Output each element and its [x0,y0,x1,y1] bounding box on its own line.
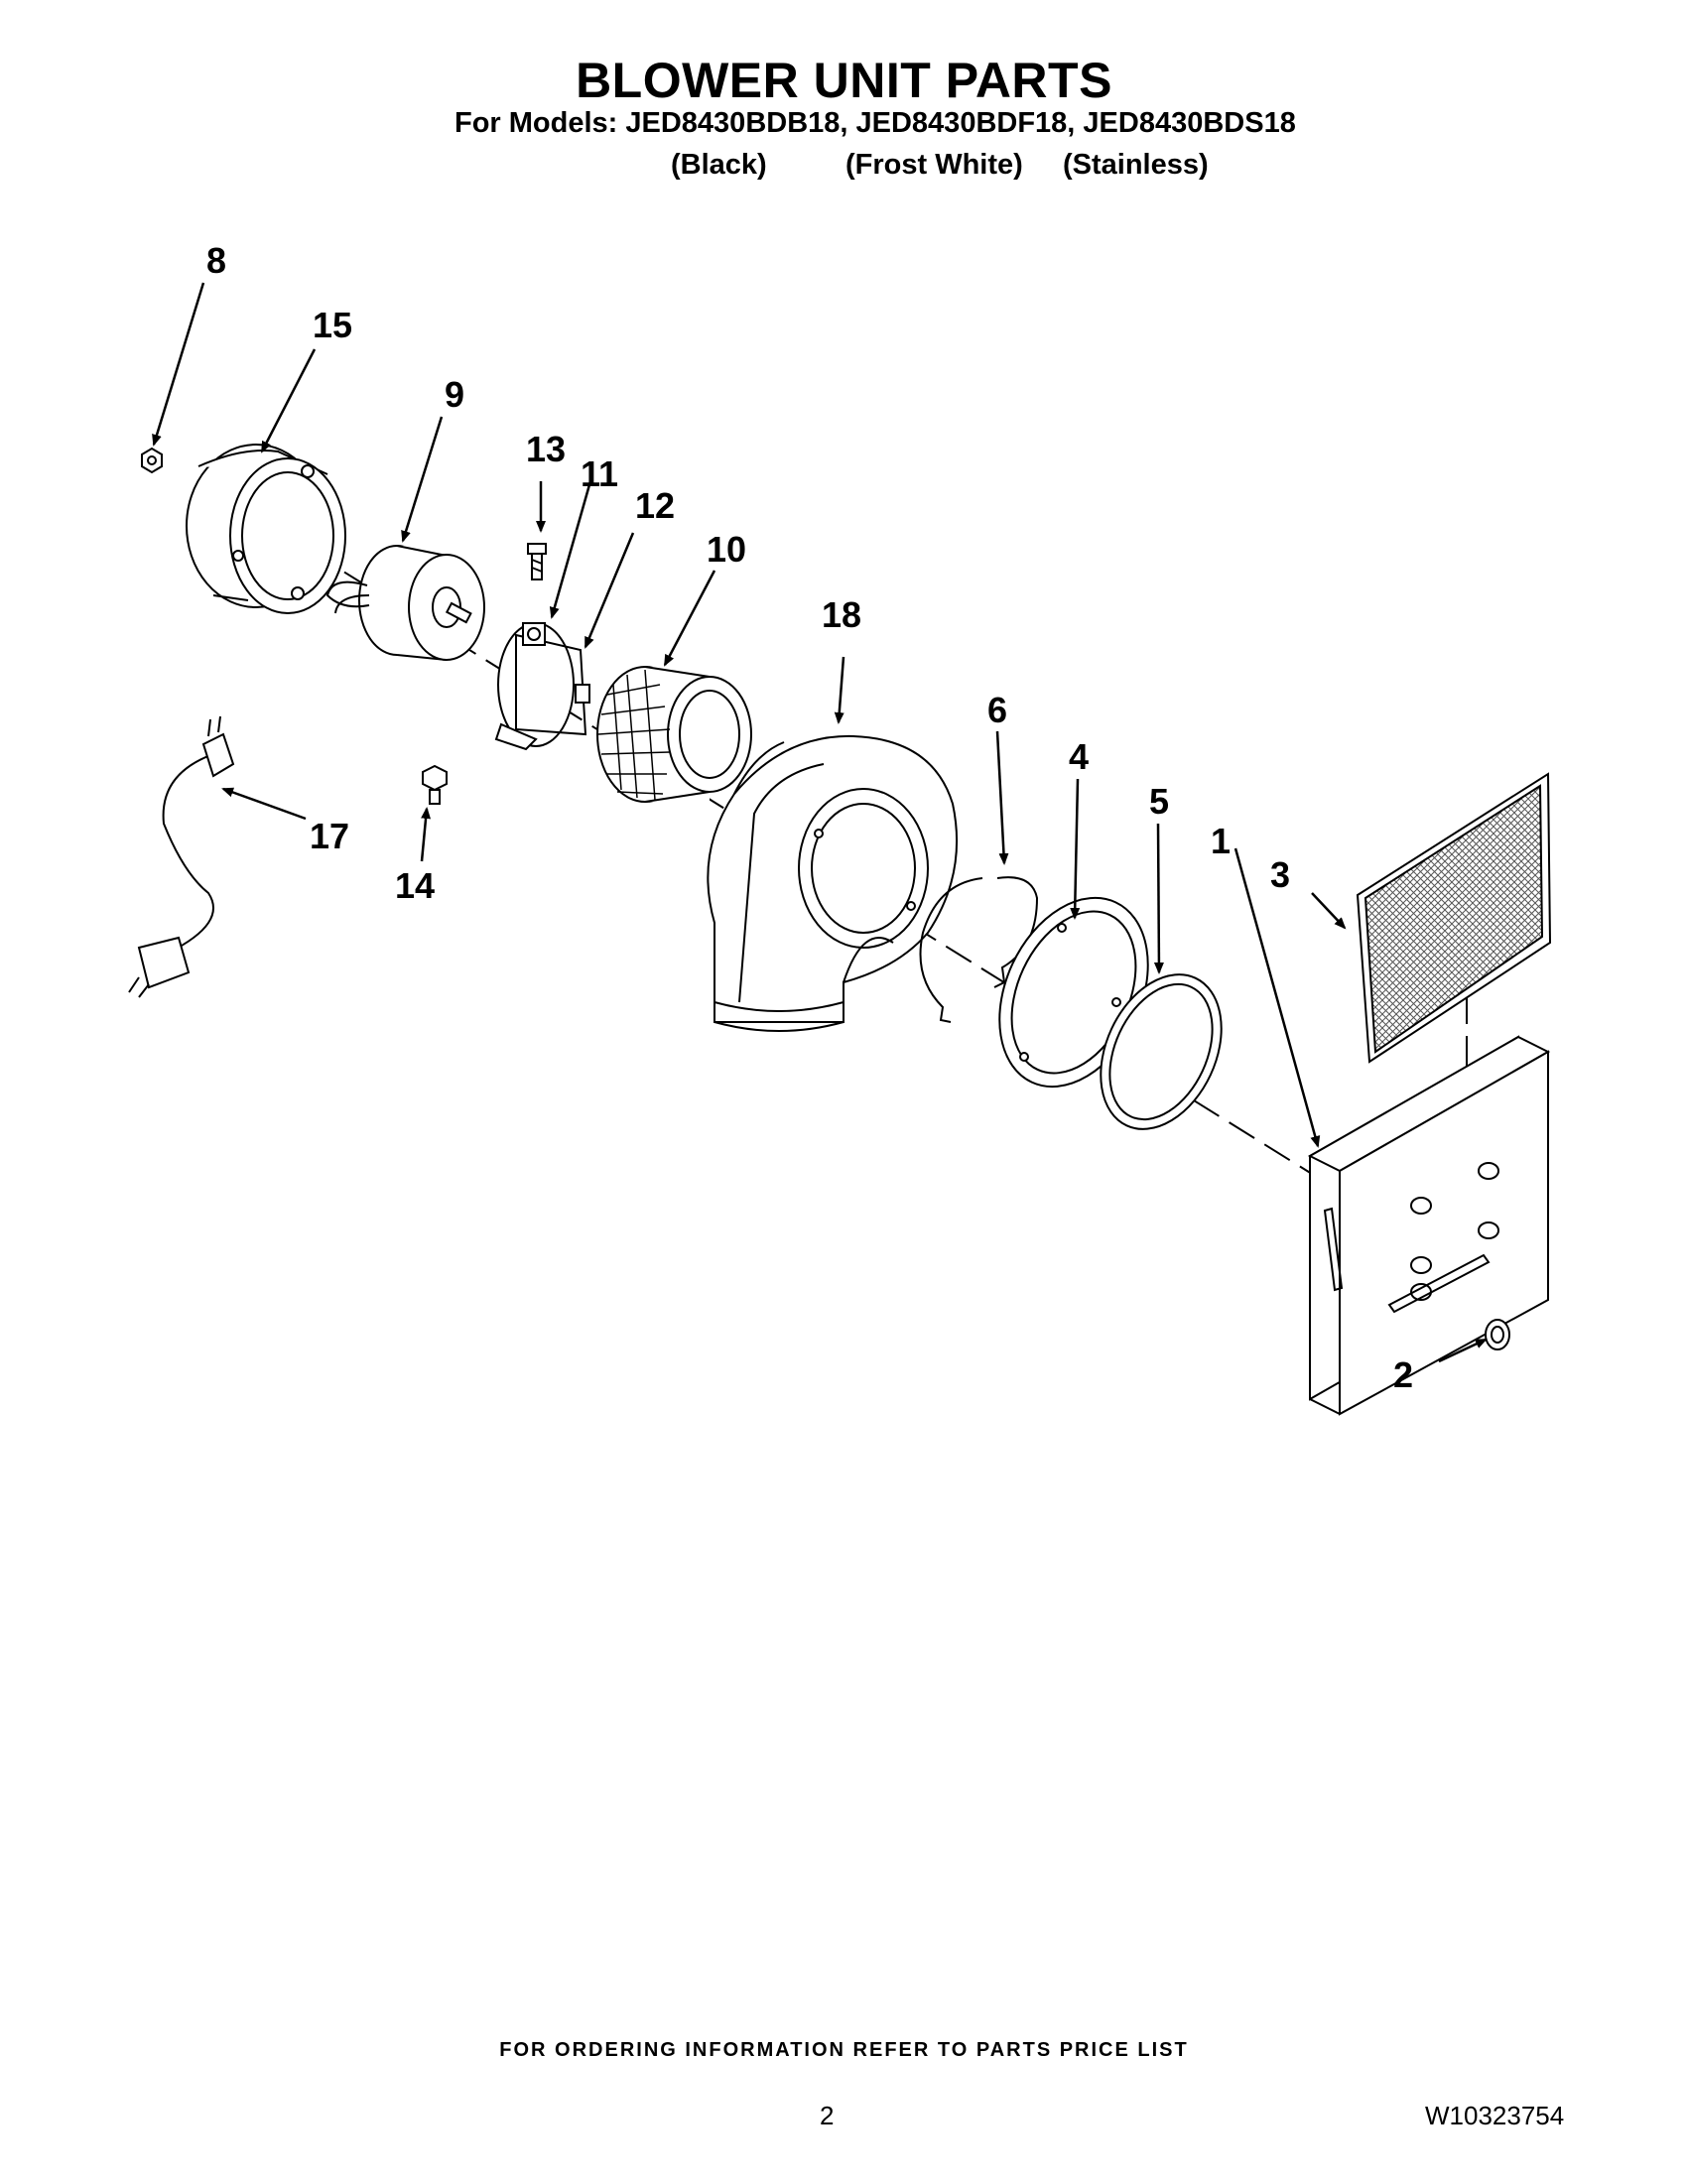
variant-black: (Black) [671,149,767,181]
callout-15: 15 [313,305,352,345]
callout-1: 1 [1211,821,1231,861]
ordering-note: FOR ORDERING INFORMATION REFER TO PARTS … [499,2039,1189,2061]
part-9-motor [325,545,485,661]
callout-5: 5 [1149,781,1169,822]
part-1-blower-box [1307,1035,1551,1416]
callout-2: 2 [1393,1354,1413,1395]
page-title: BLOWER UNIT PARTS [576,53,1112,108]
callout-13: 13 [526,429,566,469]
callout-6: 6 [987,690,1007,730]
page-number: 2 [820,2101,835,2130]
callout-11: 11 [581,453,618,494]
callout-12: 12 [635,485,675,526]
part-15-motor-mount [186,444,346,614]
part-4-mounting-ring [998,896,1149,1089]
part-12-motor-bracket [494,622,590,751]
part-14-screw [422,764,448,805]
callout-3: 3 [1270,854,1290,895]
part-18-blower-housing [707,734,959,1032]
models-line: For Models: JED8430BDB18, JED8430BDF18, … [454,107,1296,139]
part-13-screw [527,543,547,580]
callout-18: 18 [822,594,861,635]
callout-10: 10 [707,529,746,570]
part-3-grease-filter [1356,772,1552,1064]
callout-14: 14 [395,865,435,906]
part-10-blower-wheel [596,666,752,803]
callout-labels: 1 2 3 4 5 6 8 9 10 11 12 13 14 15 17 18 [206,240,1413,1395]
part-8-nut [141,447,163,474]
callout-8: 8 [206,240,226,281]
part-17-power-cord [128,715,235,998]
callout-17: 17 [310,816,349,856]
part-6-retaining-clip [919,876,1039,1023]
document-number: W10323754 [1425,2101,1565,2130]
variant-stainless: (Stainless) [1063,149,1209,181]
part-5-seal [1100,973,1223,1130]
variant-frost-white: (Frost White) [845,149,1023,181]
part-2-hole-plug [1485,1319,1510,1350]
leader-lines [152,282,1488,1363]
callout-9: 9 [445,374,464,415]
callout-4: 4 [1069,736,1089,777]
